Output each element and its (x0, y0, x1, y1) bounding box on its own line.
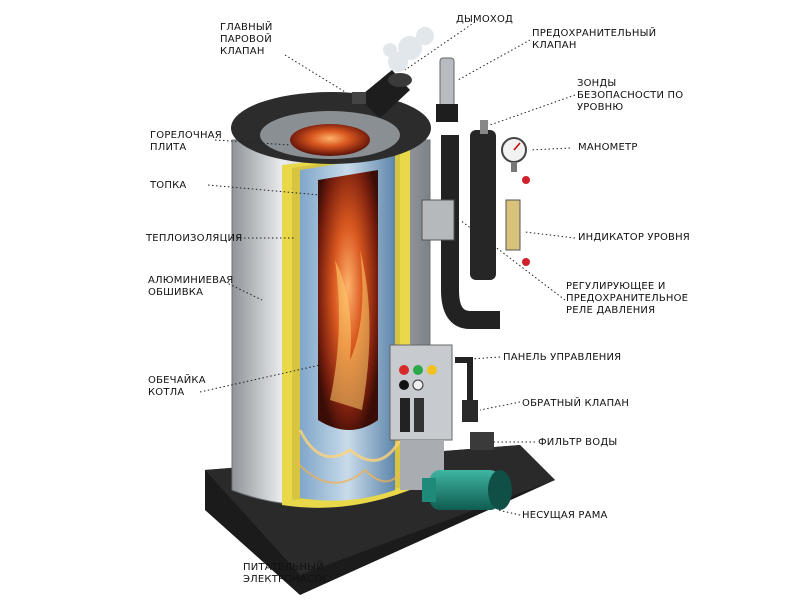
safety-valve (439, 57, 455, 107)
furnace-opening (290, 124, 370, 156)
label-manometer: МАНОМЕТР (578, 142, 638, 153)
level-indicator (505, 199, 521, 251)
control-panel-buttons (399, 365, 437, 432)
hot-gas-swirl (298, 429, 402, 462)
label-aluminum-cladding: АЛЮМИНИЕВАЯ ОБШИВКА (148, 275, 234, 298)
safety-valve-body (436, 104, 458, 122)
gauge-icon (501, 137, 527, 172)
valve-knob-bottom (522, 258, 530, 266)
label-chimney: ДЫМОХОД (456, 14, 514, 25)
flame-tongue (330, 250, 370, 410)
label-level-probes: ЗОНДЫ БЕЗОПАСНОСТИ ПО УРОВНЮ (577, 78, 684, 113)
check-valve (462, 400, 478, 422)
label-boiler-shell: ОБЕЧАЙКА КОТЛА (148, 375, 206, 398)
label-pressure-relay: РЕГУЛИРУЮЩЕЕ И ПРЕДОХРАНИТЕЛЬНОЕ РЕЛЕ ДА… (566, 281, 689, 316)
level-column (470, 130, 496, 280)
label-main-steam-valve: ГЛАВНЫЙ ПАРОВОЙ КЛАПАН (220, 22, 273, 57)
label-feed-pump: ПИТАТЕЛЬНЫЙ ЭЛЕКТРОНАСОС (243, 562, 330, 585)
steam-icon (383, 27, 434, 72)
chimney-mouth (388, 73, 412, 87)
level-probes (480, 120, 488, 134)
water-filter (470, 432, 494, 450)
water-column-pipe (441, 135, 500, 329)
label-check-valve: ОБРАТНЫЙ КЛАПАН (522, 398, 630, 409)
label-level-indicator: ИНДИКАТОР УРОВНЯ (578, 232, 690, 243)
label-burner-plate: ГОРЕЛОЧНАЯ ПЛИТА (150, 130, 222, 153)
leader-lines (199, 21, 576, 563)
feed-pump (422, 470, 512, 510)
label-support-frame: НЕСУЩАЯ РАМА (522, 510, 608, 521)
label-control-panel: ПАНЕЛЬ УПРАВЛЕНИЯ (503, 352, 622, 363)
label-water-filter: ФИЛЬТР ВОДЫ (538, 437, 618, 448)
hot-gas-swirl-2 (294, 459, 406, 484)
valve-knob-top (522, 176, 530, 184)
label-furnace: ТОПКА (150, 180, 187, 191)
label-insulation: ТЕПЛОИЗОЛЯЦИЯ (146, 233, 243, 244)
pressure-relay (421, 199, 455, 241)
label-safety-valve: ПРЕДОХРАНИТЕЛЬНЫЙ КЛАПАН (532, 28, 657, 51)
main-steam-valve (352, 92, 366, 104)
